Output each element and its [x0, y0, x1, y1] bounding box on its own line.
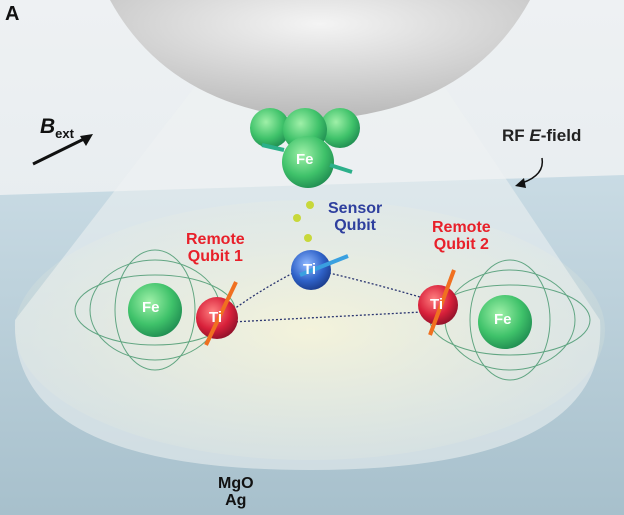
- fe-atom-right: [478, 295, 532, 349]
- sensor-spin-arrow: [299, 254, 349, 277]
- panel-label: A: [5, 3, 20, 25]
- signal-droplets: [293, 201, 314, 242]
- fe-left-label: Fe: [142, 299, 160, 316]
- b-ext-label: Bext: [40, 115, 74, 142]
- ti-remote-2: [418, 285, 458, 325]
- ti-remote-2-label: Ti: [430, 296, 444, 313]
- fe-right-label: Fe: [494, 311, 512, 328]
- field-glow: [15, 200, 605, 460]
- rf-arrow: [521, 157, 544, 184]
- tip-fe-atom: [282, 136, 334, 188]
- fe-atom-left: [128, 283, 182, 337]
- ti-remote-1-label: Ti: [209, 309, 223, 326]
- rf-field-label: RF E-field: [502, 126, 582, 145]
- ti-sensor-label: Ti: [303, 261, 317, 278]
- spin-arrows: [204, 269, 456, 346]
- fe-tip-label: Fe: [296, 151, 314, 168]
- b-field-arrow: [32, 135, 89, 166]
- coupling-springs: [229, 271, 431, 323]
- stm-tip: [110, 0, 530, 120]
